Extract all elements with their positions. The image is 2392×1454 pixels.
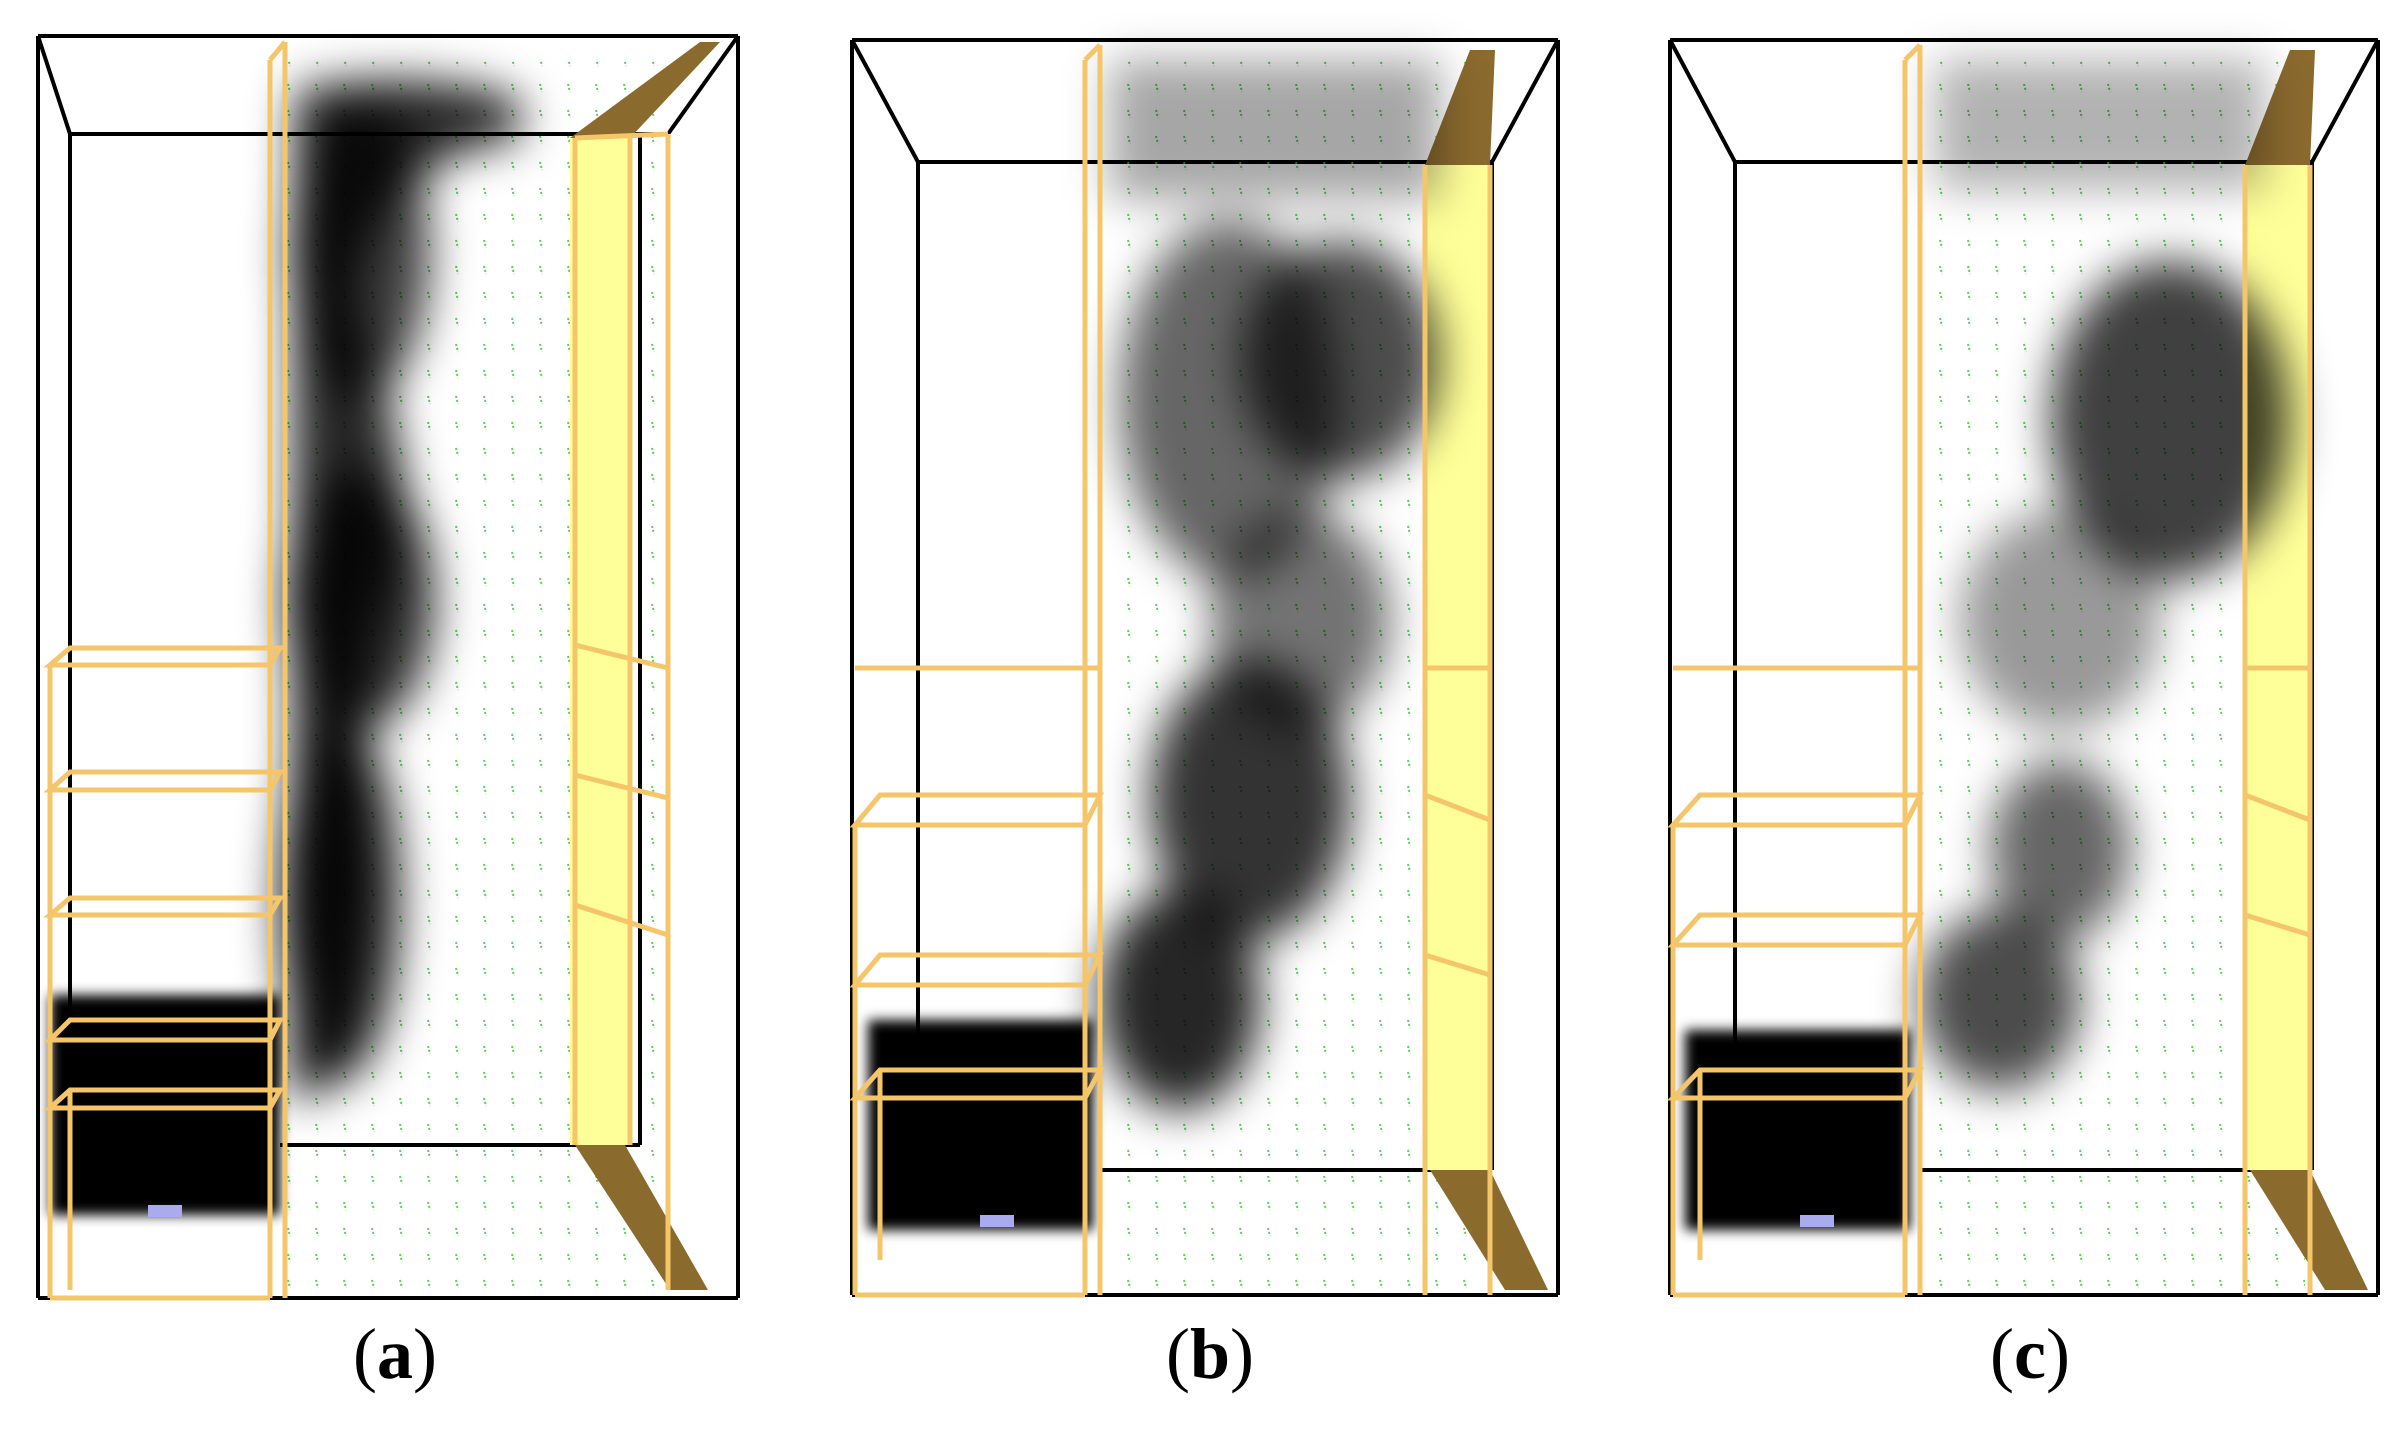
burner-c xyxy=(1800,1215,1834,1227)
panel-a xyxy=(36,34,740,1301)
fire-source-b xyxy=(868,1020,1093,1230)
panel-label-b: (b) xyxy=(1165,1314,1254,1394)
fire-source-c xyxy=(1685,1030,1910,1230)
structure-outline-c xyxy=(1667,43,2313,1298)
smoke-plume-b xyxy=(1100,60,1440,1110)
structure-outline-b xyxy=(849,43,1493,1298)
panel-c xyxy=(1667,38,2380,1298)
panel-b xyxy=(849,38,1560,1298)
fire-source-a xyxy=(50,995,280,1215)
vent-a xyxy=(570,138,630,1145)
vent-top-b xyxy=(1425,50,1495,165)
vent-bottom-a xyxy=(575,1145,708,1290)
panel-label-c: (c) xyxy=(1990,1314,2070,1394)
smoke-plume-a xyxy=(280,79,520,1101)
smoke-plume-c xyxy=(1920,60,2290,1090)
structure-outline-a xyxy=(43,40,671,1301)
burner-b xyxy=(980,1215,1014,1227)
vent-top-a xyxy=(570,42,720,138)
burner-a xyxy=(148,1205,182,1217)
panel-label-a: (a) xyxy=(353,1314,437,1394)
